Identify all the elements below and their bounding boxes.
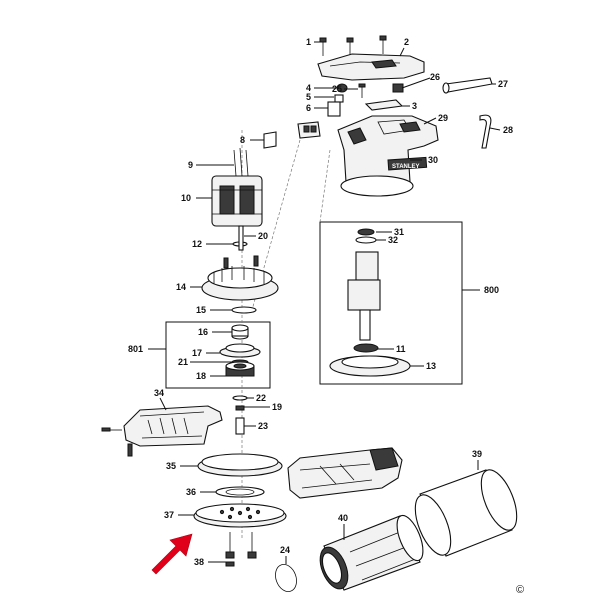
label-29: 29	[438, 113, 448, 123]
sanding-pad-37	[193, 503, 287, 528]
armature-assembly	[329, 228, 411, 377]
label-8: 8	[240, 135, 245, 145]
label-10: 10	[181, 193, 191, 203]
label-37: 37	[164, 510, 174, 520]
label-14: 14	[176, 282, 186, 292]
label-30: 30	[428, 155, 438, 165]
switch-cover-8	[263, 131, 277, 149]
brand-label: STANLEY	[392, 164, 420, 170]
bearing-11	[353, 343, 379, 353]
clip-5	[334, 94, 344, 103]
dust-adapter	[287, 447, 403, 499]
bearing-16	[231, 324, 249, 340]
assembly-800-box	[319, 221, 463, 385]
label-38: 38	[194, 557, 204, 567]
washer-22	[232, 395, 248, 401]
fan-14	[201, 255, 279, 301]
label-26: 26	[430, 72, 440, 82]
label-15: 15	[196, 305, 206, 315]
label-6: 6	[306, 103, 311, 113]
label-16: 16	[198, 327, 208, 337]
pin-23	[235, 417, 245, 435]
stator-10	[211, 147, 263, 227]
nut-4	[336, 83, 348, 93]
screws-38	[225, 532, 257, 567]
skirt-ring-35	[197, 453, 283, 477]
assembly-801-box	[165, 321, 271, 389]
label-20: 20	[258, 231, 268, 241]
red-arrow-icon	[151, 533, 193, 575]
label-31: 31	[394, 227, 404, 237]
shaft-20	[238, 225, 244, 251]
label-35: 35	[166, 461, 176, 471]
label-4: 4	[306, 83, 311, 93]
dust-canister-39	[414, 469, 518, 557]
label-9: 9	[188, 160, 193, 170]
leader-lines	[159, 41, 501, 564]
label-39: 39	[472, 449, 482, 459]
label-801: 801	[128, 344, 143, 354]
part-26	[392, 83, 404, 93]
eccentric-17	[219, 343, 261, 358]
label-17: 17	[192, 348, 202, 358]
copyright-mark: ©	[516, 584, 524, 596]
label-36: 36	[186, 487, 196, 497]
label-27: 27	[498, 79, 508, 89]
label-24: 24	[280, 545, 290, 555]
o-ring-24	[275, 564, 297, 592]
label-28: 28	[503, 125, 513, 135]
bearing-18	[225, 361, 255, 377]
label-13: 13	[426, 361, 436, 371]
hose-28	[479, 114, 492, 149]
ring-36	[215, 486, 265, 498]
label-19: 19	[272, 402, 282, 412]
filter-40	[319, 514, 424, 591]
washer-15	[231, 306, 257, 314]
label-5: 5	[306, 92, 311, 102]
label-34: 34	[154, 388, 164, 398]
label-12: 12	[192, 239, 202, 249]
label-3: 3	[412, 101, 417, 111]
shroud-34	[101, 405, 223, 457]
bearing-31	[357, 228, 375, 236]
label-21: 21	[178, 357, 188, 367]
plate-3	[364, 99, 404, 111]
dust-port-27	[445, 77, 493, 93]
label-800: 800	[484, 285, 499, 295]
motor-housing-30: STANLEY	[337, 115, 439, 197]
label-11: 11	[396, 344, 406, 354]
label-18: 18	[196, 371, 206, 381]
bracket-6	[327, 101, 341, 117]
part-labels: 1 2 4 5 6 25 3 26 27 29 28 30 8 9 10 12 …	[128, 37, 524, 596]
label-40: 40	[338, 513, 348, 523]
label-2: 2	[404, 37, 409, 47]
washer-32	[355, 236, 377, 244]
label-1: 1	[306, 37, 311, 47]
screw-19	[235, 405, 245, 411]
label-25: 25	[332, 84, 342, 94]
top-cover-part	[317, 53, 425, 81]
label-32: 32	[388, 235, 398, 245]
label-22: 22	[256, 393, 266, 403]
screw-1-group	[319, 35, 387, 56]
label-23: 23	[258, 421, 268, 431]
